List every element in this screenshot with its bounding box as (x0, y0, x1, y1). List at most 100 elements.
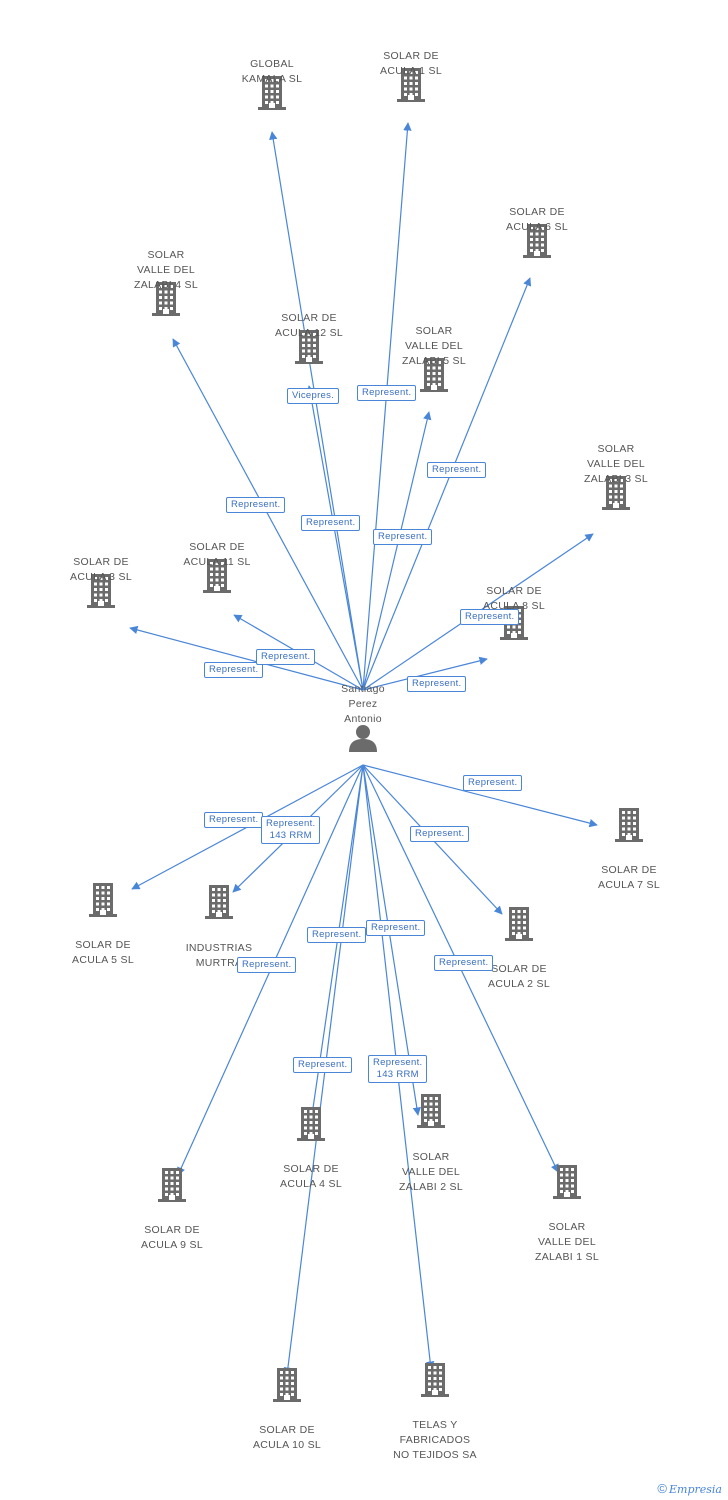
company-label-line: KAMALA SL (241, 73, 303, 85)
building-icon[interactable] (273, 1368, 301, 1402)
company-label-line: VALLE DEL (405, 340, 463, 352)
building-icon[interactable] (258, 76, 286, 110)
edge-acula-6 (362, 277, 532, 691)
company-label-acula-11[interactable]: SOLAR DE ACULA 11 SL (147, 540, 287, 570)
company-label-line: SOLAR DE (259, 1424, 315, 1436)
edge-label-acula-6[interactable]: Represent. (427, 462, 487, 478)
company-label-line: SOLAR DE (144, 1224, 200, 1236)
company-label-line: SOLAR (147, 249, 185, 261)
edge-label-zalabi-3[interactable]: Represent. (460, 609, 520, 625)
company-label-line: SOLAR (412, 1151, 450, 1163)
company-label-line: SOLAR DE (73, 556, 129, 568)
edge-label-zalabi-4[interactable]: Represent. (226, 497, 286, 513)
company-label-line: VALLE DEL (137, 264, 195, 276)
edge-zalabi-4 (172, 338, 364, 691)
brand-logo: Empresia (669, 1483, 722, 1496)
company-label-line: TELAS Y (412, 1419, 458, 1431)
person-name-line: Antonio (344, 713, 382, 725)
edge-label-acula-12[interactable]: Represent. (301, 515, 361, 531)
building-icon[interactable] (152, 282, 180, 316)
edge-label-telas[interactable]: Represent. 143 RRM (368, 1055, 428, 1083)
company-label-line: ACULA 10 SL (252, 1439, 322, 1451)
company-label-line: ACULA 3 SL (70, 571, 132, 583)
building-icon[interactable] (295, 330, 323, 364)
edge-label-acula-3[interactable]: Represent. (204, 662, 264, 678)
building-icon[interactable] (89, 883, 117, 917)
building-icon[interactable] (397, 68, 425, 102)
edge-label-acula-10[interactable]: Represent. (293, 1057, 353, 1073)
company-label-line: ZALABI 2 SL (399, 1181, 463, 1193)
building-icon[interactable] (421, 1363, 449, 1397)
building-icon[interactable] (553, 1165, 581, 1199)
edge-label-global-kamala[interactable]: Vicepres. (287, 388, 340, 404)
company-label-line: ACULA 11 SL (183, 556, 251, 568)
edge-label-acula-2[interactable]: Represent. (410, 826, 470, 842)
company-label-line: ZALABI 1 SL (535, 1251, 599, 1263)
building-icon[interactable] (203, 559, 231, 593)
company-label-line: ACULA 6 SL (506, 221, 568, 233)
company-label-acula-5[interactable]: SOLAR DE ACULA 5 SL (33, 938, 173, 968)
company-label-line: VALLE DEL (402, 1166, 460, 1178)
watermark: ©Empresia (657, 1481, 722, 1496)
company-label-line: ACULA 4 SL (280, 1178, 342, 1190)
edge-acula-7 (362, 764, 598, 828)
company-label-zalabi-2[interactable]: SOLAR VALLE DEL ZALABI 2 SL (361, 1150, 501, 1195)
company-label-line: ACULA 9 SL (141, 1239, 203, 1251)
edge-label-acula-11[interactable]: Represent. (256, 649, 316, 665)
company-label-acula-10[interactable]: SOLAR DE ACULA 10 SL (217, 1423, 357, 1453)
company-label-line: ZALABI 3 SL (584, 473, 648, 485)
copyright-icon: © (657, 1481, 667, 1496)
person-icon[interactable] (348, 723, 378, 757)
edge-label-acula-5[interactable]: Represent. (204, 812, 264, 828)
edge-acula-3 (129, 625, 364, 691)
building-icon[interactable] (87, 574, 115, 608)
company-label-line: VALLE DEL (587, 458, 645, 470)
edge-label-acula-9[interactable]: Represent. (237, 957, 297, 973)
edge-label-acula-7[interactable]: Represent. (463, 775, 523, 791)
company-label-line: SOLAR DE (601, 864, 657, 876)
company-label-acula-3[interactable]: SOLAR DE ACULA 3 SL (31, 555, 171, 585)
building-icon[interactable] (417, 1094, 445, 1128)
edge-label-industrias-murtra[interactable]: Represent. 143 RRM (261, 816, 321, 844)
edge-label-acula-1[interactable]: Represent. (357, 385, 417, 401)
company-label-acula-7[interactable]: SOLAR DE ACULA 7 SL (559, 863, 699, 893)
building-icon[interactable] (602, 476, 630, 510)
edge-label-zalabi-1[interactable]: Represent. (434, 955, 494, 971)
building-icon[interactable] (205, 885, 233, 919)
company-label-line: SOLAR DE (491, 963, 547, 975)
edge-label-acula-8[interactable]: Represent. (407, 676, 467, 692)
edge-label-zalabi-5[interactable]: Represent. (373, 529, 433, 545)
company-label-line: SOLAR (597, 443, 635, 455)
edge-acula-12 (306, 385, 364, 691)
company-label-line: SOLAR DE (75, 939, 131, 951)
company-label-line: ACULA 2 SL (488, 978, 550, 990)
building-icon[interactable] (523, 224, 551, 258)
building-icon[interactable] (505, 907, 533, 941)
company-label-zalabi-3[interactable]: SOLAR VALLE DEL ZALABI 3 SL (546, 442, 686, 487)
building-icon[interactable] (158, 1168, 186, 1202)
building-icon[interactable] (420, 358, 448, 392)
company-label-line: ACULA 5 SL (72, 954, 134, 966)
company-label-line: SOLAR DE (189, 541, 245, 553)
edge-acula-8 (362, 656, 488, 691)
company-label-line: MURTRA (195, 957, 243, 969)
edge-label-zalabi-2[interactable]: Represent. (366, 920, 426, 936)
building-icon[interactable] (297, 1107, 325, 1141)
edge-label-acula-4[interactable]: Represent. (307, 927, 367, 943)
company-label-line: ACULA 7 SL (598, 879, 660, 891)
company-label-acula-2[interactable]: SOLAR DE ACULA 2 SL (449, 962, 589, 992)
company-label-acula-9[interactable]: SOLAR DE ACULA 9 SL (102, 1223, 242, 1253)
building-icon[interactable] (615, 808, 643, 842)
company-label-line: FABRICADOS (399, 1434, 471, 1446)
